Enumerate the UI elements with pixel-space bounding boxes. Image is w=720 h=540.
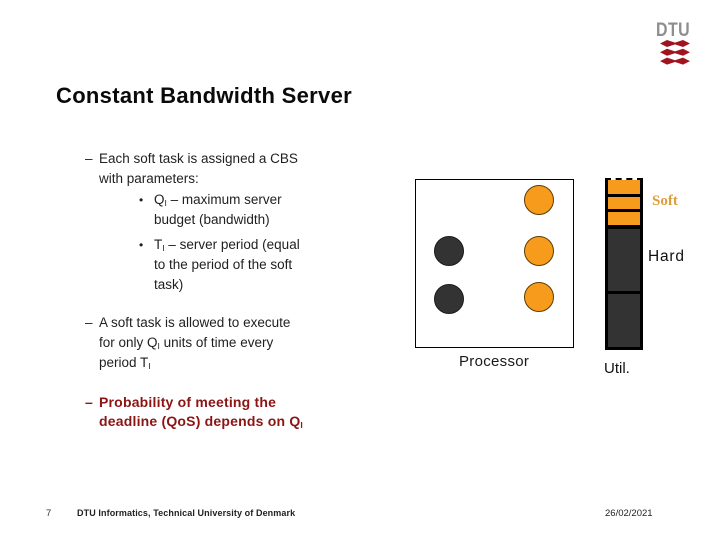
hard-task-circle	[434, 236, 464, 266]
page-number: 7	[46, 508, 52, 519]
sub2-text3: task)	[154, 277, 184, 292]
soft-utilization-segment	[608, 212, 640, 225]
bullet2-text1: A soft task is allowed to execute	[99, 315, 291, 330]
dash-marker: –	[85, 315, 93, 330]
processor-label: Processor	[459, 353, 530, 370]
dash-marker: –	[85, 151, 93, 166]
soft-task-circle	[524, 185, 554, 215]
bullet3-text1: Probability of meeting the	[99, 394, 277, 410]
bullet1-sub2-line2: to the period of the soft	[154, 256, 292, 273]
utilization-bar	[605, 178, 643, 350]
bullet1-text1: Each soft task is assigned a CBS	[99, 151, 298, 166]
hard-label: Hard	[648, 248, 685, 265]
sub1-text: – maximum server	[166, 192, 282, 207]
sub1-text2: budget (bandwidth)	[154, 212, 270, 227]
q-subscript: I	[164, 198, 167, 208]
bullet1-sub1-line1: • QI – maximum server	[139, 191, 282, 212]
segment-divider	[608, 194, 640, 197]
soft-task-circle	[524, 282, 554, 312]
soft-utilization-segment	[608, 197, 640, 209]
bullet2-text2b: units of time every	[159, 335, 274, 350]
hard-utilization-segment	[608, 294, 640, 347]
bullet3-line1: –Probability of meeting the	[85, 394, 276, 411]
bullet1-line2: with parameters:	[99, 170, 199, 187]
bullet2-text2a: for only Q	[99, 335, 158, 350]
segment-divider	[608, 209, 640, 212]
t-subscript: I	[162, 243, 165, 253]
soft-utilization-segment	[608, 180, 640, 194]
segment-divider-thick	[608, 225, 640, 229]
hard-utilization-segment	[608, 229, 640, 291]
t-subscript: I	[148, 361, 151, 371]
dash-marker: –	[85, 394, 93, 410]
q-subscript: I	[157, 341, 160, 351]
sub2-text2: to the period of the soft	[154, 257, 293, 272]
bullet1-sub2-line1: • TI – server period (equal	[139, 236, 300, 257]
bullet2-text3a: period T	[99, 355, 149, 370]
bullet2-line2: for only QI units of time every	[99, 334, 273, 355]
soft-task-circle	[524, 236, 554, 266]
footer-date: 26/02/2021	[605, 508, 653, 519]
t-symbol: T	[154, 237, 163, 252]
bullet1-text2: with parameters:	[99, 171, 199, 186]
q-symbol: Q	[154, 192, 165, 207]
bullet-dot: •	[139, 193, 144, 207]
bullet3-text2a: deadline (QoS) depends on Q	[99, 413, 301, 429]
footer-affiliation: DTU Informatics, Technical University of…	[77, 508, 296, 518]
bullet-dot: •	[139, 238, 144, 252]
bullet2-line3: period TI	[99, 354, 151, 375]
dtu-logo-text: DTU	[656, 20, 691, 41]
slide-title: Constant Bandwidth Server	[56, 83, 352, 108]
sub2-text: – server period (equal	[164, 237, 300, 252]
bullet3-line2: deadline (QoS) depends on QI	[99, 413, 303, 434]
bullet1-line1: –Each soft task is assigned a CBS	[85, 150, 298, 167]
bullet1-sub1-line2: budget (bandwidth)	[154, 211, 270, 228]
soft-label: Soft	[652, 193, 678, 209]
q-subscript: I	[300, 420, 303, 430]
bullet1-sub2-line3: task)	[154, 276, 183, 293]
hard-task-circle	[434, 284, 464, 314]
dtu-waves-icon	[660, 40, 690, 65]
util-label: Util.	[604, 360, 630, 377]
bullet2-line1: –A soft task is allowed to execute	[85, 314, 290, 331]
segment-divider	[608, 291, 640, 294]
